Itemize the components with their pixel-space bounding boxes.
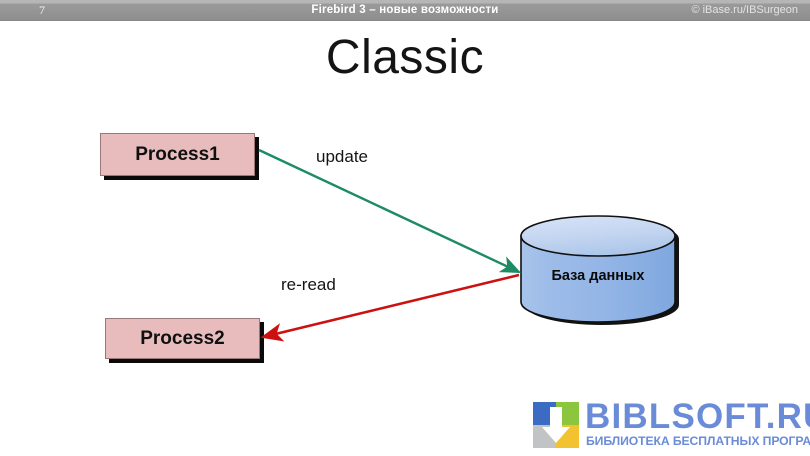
re-read-arrow-label: re-read <box>281 275 336 294</box>
update-arrow <box>258 148 522 274</box>
biblsoft-logo-icon <box>533 402 579 448</box>
slide-header-bar: 7 Firebird 3 – новые возможности © iBase… <box>0 0 810 21</box>
process1-box[interactable]: Process1 <box>100 133 255 176</box>
cylinder-top <box>520 215 676 257</box>
database-cylinder-shape <box>520 215 679 325</box>
update-arrow-label: update <box>316 147 368 166</box>
process1-label: Process1 <box>135 143 220 165</box>
presentation-title: Firebird 3 – новые возможности <box>311 4 499 16</box>
watermark-tagline: БИБЛИОТЕКА БЕСПЛАТНЫХ ПРОГРАММ <box>586 434 810 448</box>
page-number: 7 <box>39 3 45 17</box>
re-read-arrow <box>260 273 520 342</box>
cylinder-body <box>520 235 676 323</box>
copyright-notice: © iBase.ru/IBSurgeon <box>691 4 798 16</box>
process2-box[interactable]: Process2 <box>105 318 260 359</box>
watermark-name: BIBLSOFT.RU <box>585 397 810 436</box>
process2-label: Process2 <box>140 327 225 349</box>
slide-title: Classic <box>325 31 485 84</box>
watermark-logo: BIBLSOFT.RU БИБЛИОТЕКА БЕСПЛАТНЫХ ПРОГРА… <box>533 398 810 452</box>
database-label: База данных <box>551 268 645 284</box>
